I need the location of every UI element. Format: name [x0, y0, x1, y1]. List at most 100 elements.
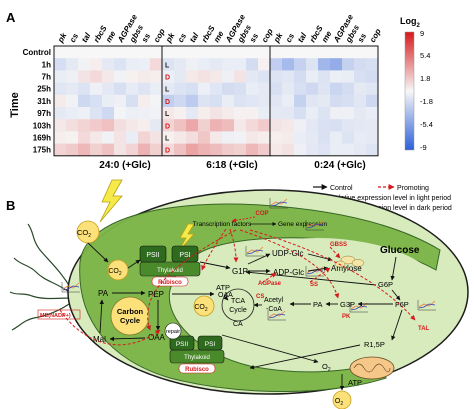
- heatmap-cell: [126, 82, 139, 96]
- heatmap-cell: [150, 82, 163, 96]
- legend-control-label: Control: [330, 185, 353, 192]
- heatmap-cell: [294, 131, 307, 144]
- heatmap-cell: [78, 46, 91, 59]
- heatmap-cell: [366, 94, 379, 108]
- heatmap-cell: [366, 107, 379, 120]
- heatmap-cell: [90, 82, 103, 96]
- heatmap-cell: [234, 119, 247, 132]
- heatmap-cell: [294, 70, 307, 83]
- heatmap-cell: [246, 46, 259, 59]
- heatmap-cell: [246, 119, 259, 132]
- psi-box-2: [197, 335, 223, 351]
- heatmap-cell: [282, 94, 295, 108]
- period-mark: L: [165, 62, 170, 69]
- heatmap-cell: [174, 82, 187, 96]
- amylose-label: Amylose: [331, 264, 362, 273]
- o2-outside-circle: [332, 390, 352, 409]
- heatmap-cell: [330, 131, 343, 144]
- heatmap-cell: [54, 82, 67, 96]
- heatmap-cell: [210, 58, 223, 71]
- heatmap-cell: [66, 70, 79, 83]
- heatmap-cell: [342, 143, 355, 157]
- legend-dark-label: Relative expression level in dark period: [330, 205, 452, 212]
- heatmap-cell: [342, 119, 355, 132]
- heatmap-cell: [342, 131, 355, 144]
- period-mark: D: [165, 148, 170, 155]
- heatmap-cell: [294, 46, 307, 59]
- legend-promoting-label: Promoting: [397, 185, 429, 192]
- heatmap-cell: [78, 58, 91, 71]
- heatmap-cell: [318, 82, 331, 96]
- heatmap-cell: [102, 107, 115, 120]
- heatmap-cell: [186, 94, 199, 108]
- colorbar: [404, 31, 415, 151]
- heatmap-cell: [246, 70, 259, 83]
- mini-expression-plot: [269, 198, 288, 209]
- promoting-arrows: [59, 228, 416, 346]
- heatmap-cell: [294, 58, 307, 71]
- heatmap-cell: [54, 58, 67, 71]
- heatmap-cell: [174, 46, 187, 59]
- heatmap-cell: [222, 46, 235, 59]
- heatmap-cell: [66, 82, 79, 96]
- heatmap-cell: [270, 131, 283, 144]
- heatmap-cell: [186, 131, 199, 144]
- gene-expression-label: Gene expression: [278, 221, 328, 228]
- heatmap-cell: [318, 107, 331, 120]
- heatmap-cell: [138, 58, 151, 71]
- heatmap-cell: [234, 82, 247, 96]
- udp-glc-label: UDP-Glc: [272, 249, 304, 258]
- heatmap-cell: [354, 143, 367, 157]
- o2-inside-label: O2: [322, 362, 331, 373]
- heatmap-cell: [66, 119, 79, 132]
- cop-label: COP: [255, 211, 268, 217]
- heatmap-cell: [282, 107, 295, 120]
- colorbar-tick-neg-9: -9: [420, 143, 427, 152]
- mini-expression-plot: [245, 246, 264, 257]
- heatmap-cell: [150, 70, 163, 83]
- heatmap-cell: [162, 70, 175, 83]
- co2-middle-circle: [193, 295, 215, 317]
- heatmap-cell: [366, 82, 379, 96]
- pep-label: PEP: [148, 290, 164, 299]
- heatmap-cell: [246, 143, 259, 157]
- heatmap-cell: [342, 70, 355, 83]
- heatmap-cell: [282, 119, 295, 132]
- heatmap-cell: [330, 119, 343, 132]
- heatmap-cell: [282, 82, 295, 96]
- heatmap-cell: [354, 131, 367, 144]
- colorbar-tick-9: 9: [420, 29, 424, 38]
- heatmap-cell: [318, 70, 331, 83]
- heatmap-cell: [210, 46, 223, 59]
- heatmap-cell: [150, 94, 163, 108]
- heatmap-cell: [102, 46, 115, 59]
- heatmap-cell: [162, 107, 175, 120]
- heatmap-cell: [354, 107, 367, 120]
- g3p-label: G3P: [340, 300, 355, 309]
- condition-label-24-0: 24:0 (+Glc): [99, 160, 150, 171]
- heatmap-cell: [114, 94, 127, 108]
- heatmap-cell: [54, 70, 67, 83]
- mal-label: Mal: [93, 335, 106, 344]
- colorbar-tick-neg-1-8: -1.8: [420, 97, 433, 106]
- heatmap-cell: [126, 119, 139, 132]
- heatmap-cell: [282, 143, 295, 157]
- heatmap-cell: [138, 94, 151, 108]
- heatmap-cell: [366, 131, 379, 144]
- heatmap-cell: [54, 46, 67, 59]
- heatmap-cell: [198, 143, 211, 157]
- heatmap-cell: [126, 131, 139, 144]
- heatmap-cell: [342, 58, 355, 71]
- ca-label: CA: [233, 321, 243, 328]
- heatmap-cell: [174, 58, 187, 71]
- heatmap-cell: [306, 143, 319, 157]
- heatmap-cell: [258, 70, 271, 83]
- control-arrows: [87, 242, 403, 391]
- heatmap-cell: [246, 94, 259, 108]
- heatmap-cell: [294, 119, 307, 132]
- psi-label: PSI: [179, 252, 190, 259]
- transcription-factors-label: Transcription factors: [193, 221, 252, 228]
- heatmap-cell: [150, 107, 163, 120]
- heatmap-cell: [198, 46, 211, 59]
- row-label: 169h: [33, 134, 51, 143]
